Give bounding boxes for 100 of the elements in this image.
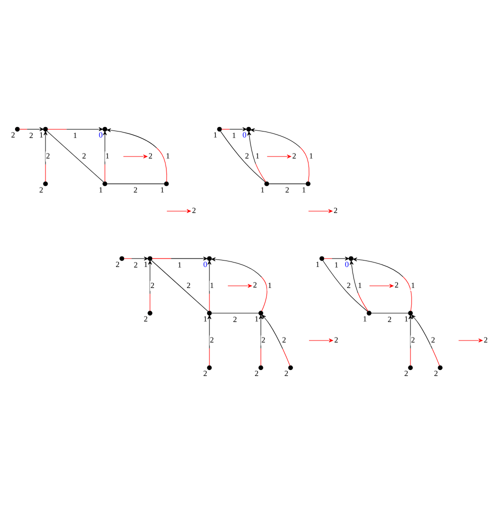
node-circle: [217, 126, 222, 132]
node-text: 2: [253, 280, 258, 290]
edge-label: 1: [268, 280, 272, 290]
node-circle: [288, 365, 293, 370]
node-label: 0: [344, 260, 349, 270]
arrow: [19, 127, 44, 132]
edge-label: 2: [285, 186, 290, 195]
node-circle: [408, 365, 413, 370]
node-circle: [164, 181, 169, 186]
node-circle: [246, 126, 252, 132]
arrow: [250, 128, 310, 182]
node-circle: [207, 365, 212, 370]
node-text: 2: [334, 206, 338, 215]
node-circle: [207, 256, 212, 261]
arrow: [44, 131, 48, 182]
node-circle: [102, 181, 108, 186]
edge-label: 2: [150, 280, 154, 290]
node-circle: [306, 181, 310, 186]
edge-label: 2: [46, 152, 50, 161]
edge-label: 1: [178, 260, 182, 270]
arrow: [258, 315, 263, 366]
node-label: 0: [98, 130, 103, 140]
node-label: 1: [254, 314, 259, 324]
edge-label: 1: [334, 260, 338, 270]
node-text: 2: [394, 280, 399, 290]
edge-label: 1: [309, 152, 314, 161]
node-text: 2: [292, 151, 296, 160]
node-circle: [264, 181, 270, 186]
node-label: 2: [39, 185, 44, 194]
node-label: 1: [213, 130, 218, 140]
edge-label: 2: [388, 314, 392, 324]
connector: [371, 312, 408, 314]
node-circle: [258, 310, 264, 316]
node-label: 1: [302, 185, 306, 194]
node-circle: [348, 256, 354, 261]
arrow: [247, 131, 266, 182]
node-label: 1: [404, 314, 408, 324]
edge-label: 2: [346, 280, 351, 290]
node-label: 1: [160, 185, 164, 194]
arrow: [324, 256, 350, 260]
node-label: 1: [203, 314, 208, 324]
edge-label: 2: [431, 336, 436, 345]
arrow: [124, 256, 148, 260]
node-label: 0: [242, 130, 246, 140]
edge-label: 2: [261, 336, 266, 345]
edge-label: 2: [134, 186, 138, 195]
edge-label: 2: [410, 336, 415, 345]
node-label: 0: [203, 260, 208, 270]
node-circle: [320, 256, 324, 261]
edge-label: 2: [29, 130, 34, 140]
node-circle: [438, 365, 443, 370]
node-circle: [15, 126, 20, 132]
edge-label: 1: [232, 130, 236, 140]
arrow: [211, 257, 268, 312]
node-circle: [120, 256, 124, 261]
arrow: [352, 258, 412, 312]
node-label: 1: [316, 260, 320, 270]
edge-label: 1: [166, 152, 170, 161]
node-circle: [207, 310, 212, 316]
arrow: [350, 260, 368, 312]
connector: [211, 312, 259, 314]
edge-label: 2: [134, 260, 138, 270]
node-label: 1: [98, 185, 103, 194]
node-label: 2: [284, 369, 288, 378]
node-label: 2: [11, 130, 16, 140]
arrow: [47, 127, 103, 132]
node-label: 2: [254, 369, 259, 378]
edge-label: 1: [256, 152, 260, 161]
node-label: 2: [404, 369, 408, 378]
edge-label: 2: [210, 336, 214, 345]
node-circle: [43, 181, 48, 186]
edge-label: 2: [186, 280, 191, 290]
node-circle: [258, 365, 264, 370]
node-circle: [408, 310, 413, 316]
arrow: [102, 131, 107, 182]
arrow: [207, 260, 212, 312]
node-label: 2: [116, 260, 120, 270]
node-text: 2: [148, 151, 153, 160]
edge-label: 2: [244, 152, 249, 161]
node-circle: [148, 310, 152, 316]
node-label: 1: [39, 130, 44, 140]
node-label: 2: [203, 369, 208, 378]
node-label: 1: [144, 260, 148, 270]
edge-label: 1: [358, 280, 362, 290]
node-text: 2: [334, 335, 338, 344]
node-label: 1: [362, 314, 367, 324]
edge-label: 2: [282, 336, 286, 345]
node-circle: [366, 310, 372, 316]
arrow: [148, 260, 152, 312]
node-circle: [148, 256, 152, 261]
arrow: [408, 315, 412, 366]
node-circle: [43, 126, 48, 132]
arrow: [207, 315, 212, 366]
edge-label: 1: [210, 280, 214, 290]
node-label: 2: [434, 369, 438, 378]
edge-label: 2: [233, 314, 237, 324]
node-label: 2: [144, 314, 148, 324]
edge-label: 2: [82, 152, 86, 161]
edge-label: 1: [105, 152, 110, 161]
node-label: 1: [260, 185, 264, 194]
